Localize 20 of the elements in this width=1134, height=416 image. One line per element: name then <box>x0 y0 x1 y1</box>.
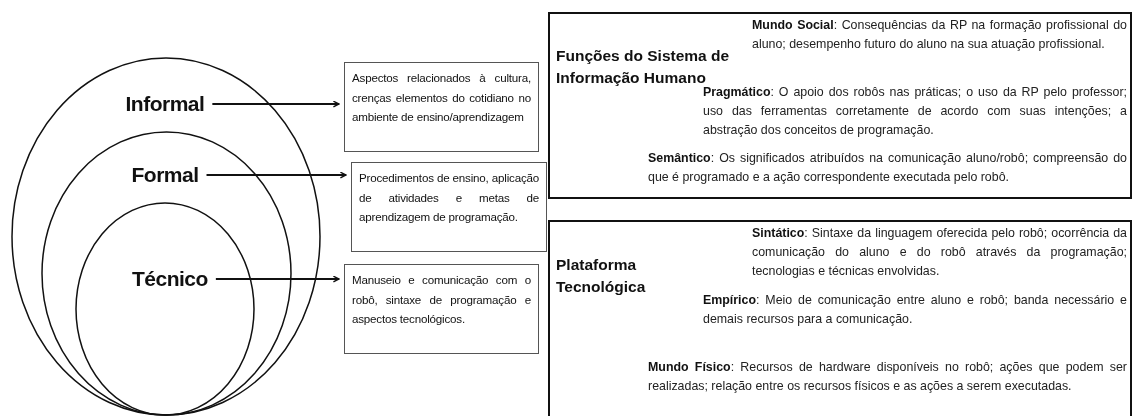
layer-label: Formal <box>131 163 199 187</box>
ellipse <box>42 132 291 415</box>
ellipse <box>12 58 320 415</box>
arrow <box>215 275 340 283</box>
level-description: Mundo Físico: Recursos de hardware disponíveis no robô; ações que podem ser realizadas; relação entre os recursos físicos e as ações a serem executadas. <box>643 358 1132 416</box>
panel <box>548 220 1132 416</box>
level-description: Empírico: Meio de comunicação entre aluno e robô; banda necessário e demais recursos para a comunicação. <box>698 291 1132 357</box>
layer-label: Técnico <box>132 267 208 291</box>
level-description: Sintático: Sintaxe da linguagem oferecida pelo robô; ocorrência da comunicação do aluno e do robô através da programação; tecnologias e técnicas envolvidas. <box>747 224 1132 290</box>
panel-heading: Plataforma Tecnológica <box>556 255 647 297</box>
arrow <box>212 100 340 108</box>
level-description: Semântico: Os significados atribuídos na comunicação aluno/robô; compreensão do que é programado e a ação correspondente executada pelo robô. <box>643 149 1132 199</box>
description-box: Procedimentos de ensino, aplicação de atividades e metas de aprendizagem de programação. <box>351 162 547 252</box>
description-box: Manuseio e comunicação com o robô, sintaxe de programação e aspectos tecnológicos. <box>344 264 539 354</box>
arrow <box>206 171 347 179</box>
description-box: Aspectos relacionados à cultura, crenças elementos do cotidiano no ambiente de ensino/aprendizagem <box>344 62 539 152</box>
layer-label: Informal <box>125 92 205 116</box>
level-description: Mundo Social: Consequências da RP na formação profissional do aluno; desempenho futuro do aluno na sua atuação profissional. <box>747 16 1132 82</box>
panel <box>548 12 1132 199</box>
ellipse <box>76 203 254 415</box>
